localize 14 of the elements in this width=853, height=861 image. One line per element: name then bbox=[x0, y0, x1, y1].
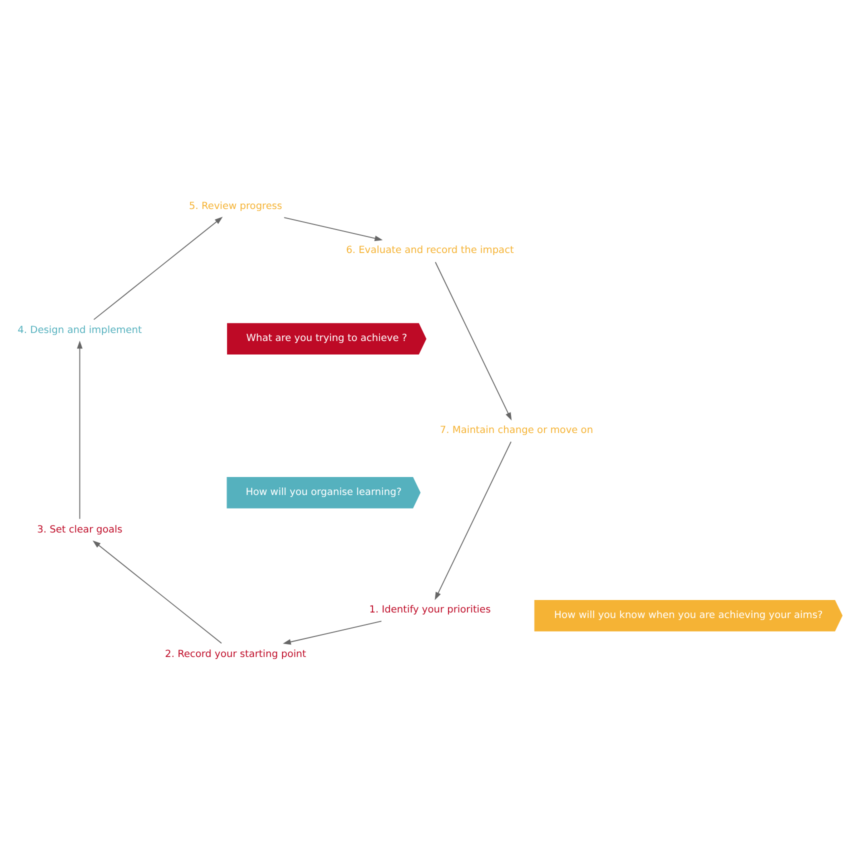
node-text: 5. Review progress bbox=[188, 200, 282, 212]
arrow bbox=[92, 540, 222, 644]
arrow bbox=[434, 262, 512, 421]
arrow bbox=[92, 216, 222, 320]
arrow bbox=[282, 620, 382, 645]
node-text: 1. Identify your priorities bbox=[368, 604, 490, 616]
node-text: 7. Maintain change or move on bbox=[439, 424, 593, 436]
node-text: 3. Set clear goals bbox=[36, 524, 122, 536]
arrow bbox=[283, 217, 382, 242]
node-text: 2. Record your starting point bbox=[164, 648, 306, 660]
arrow bbox=[76, 340, 82, 520]
node-text: 4. Design and implement bbox=[17, 325, 142, 336]
arrow bbox=[434, 441, 511, 600]
node-text: 6. Evaluate and record the impact bbox=[346, 245, 514, 256]
